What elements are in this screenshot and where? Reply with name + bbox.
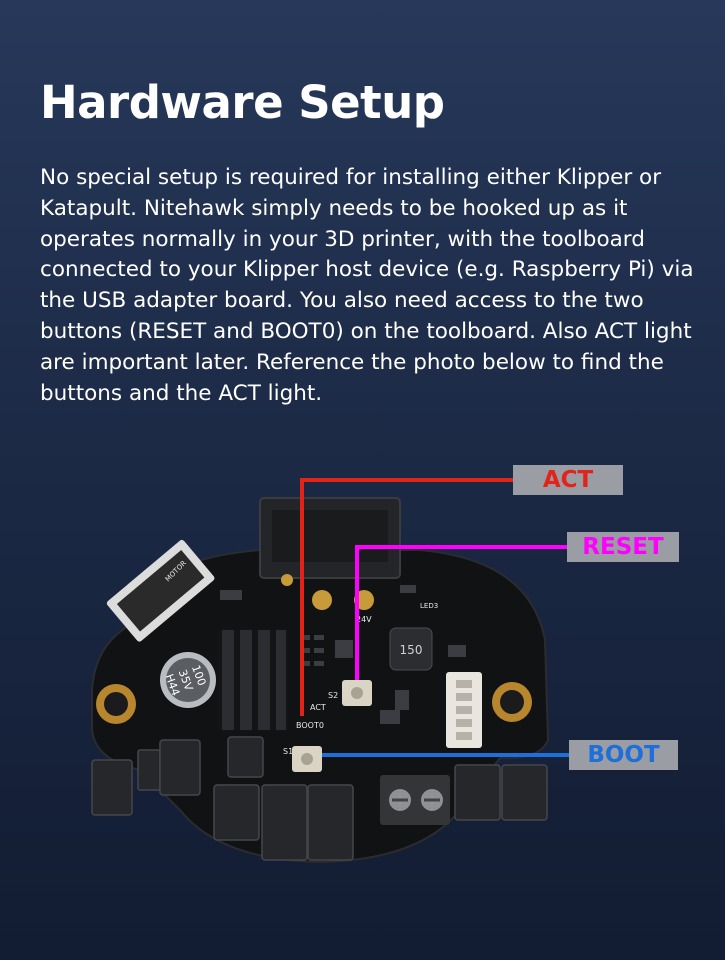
smd-components xyxy=(220,585,466,724)
reset-callout-line xyxy=(355,545,567,680)
inductor xyxy=(389,627,433,671)
silk-led3: LED3 xyxy=(420,602,438,610)
act-callout-line xyxy=(300,478,513,716)
reset-label: RESET xyxy=(567,532,679,562)
silk-24v: 24V xyxy=(356,615,372,624)
silk-s2: S2 xyxy=(328,691,338,700)
intro-paragraph: No special setup is required for install… xyxy=(40,165,694,406)
toolboard-illustration: 100 35V H44 150 BOOT0 ACT S1 S2 24V MOTO… xyxy=(91,478,569,864)
fan-connectors xyxy=(91,736,548,861)
silk-act: ACT xyxy=(310,703,326,712)
heatsink xyxy=(218,630,288,730)
silk-s1: S1 xyxy=(283,747,293,756)
boot-label: BOOT xyxy=(569,740,678,770)
silk-boot0: BOOT0 xyxy=(296,721,324,730)
act-label: ACT xyxy=(513,465,623,495)
terminal-block xyxy=(380,775,450,825)
page-title: Hardware Setup xyxy=(40,76,445,129)
toolboard-photo: 100 35V H44 150 BOOT0 ACT S1 S2 24V MOTO… xyxy=(0,440,725,940)
motor-connector xyxy=(106,539,215,642)
inductor-text: 150 xyxy=(400,643,423,657)
